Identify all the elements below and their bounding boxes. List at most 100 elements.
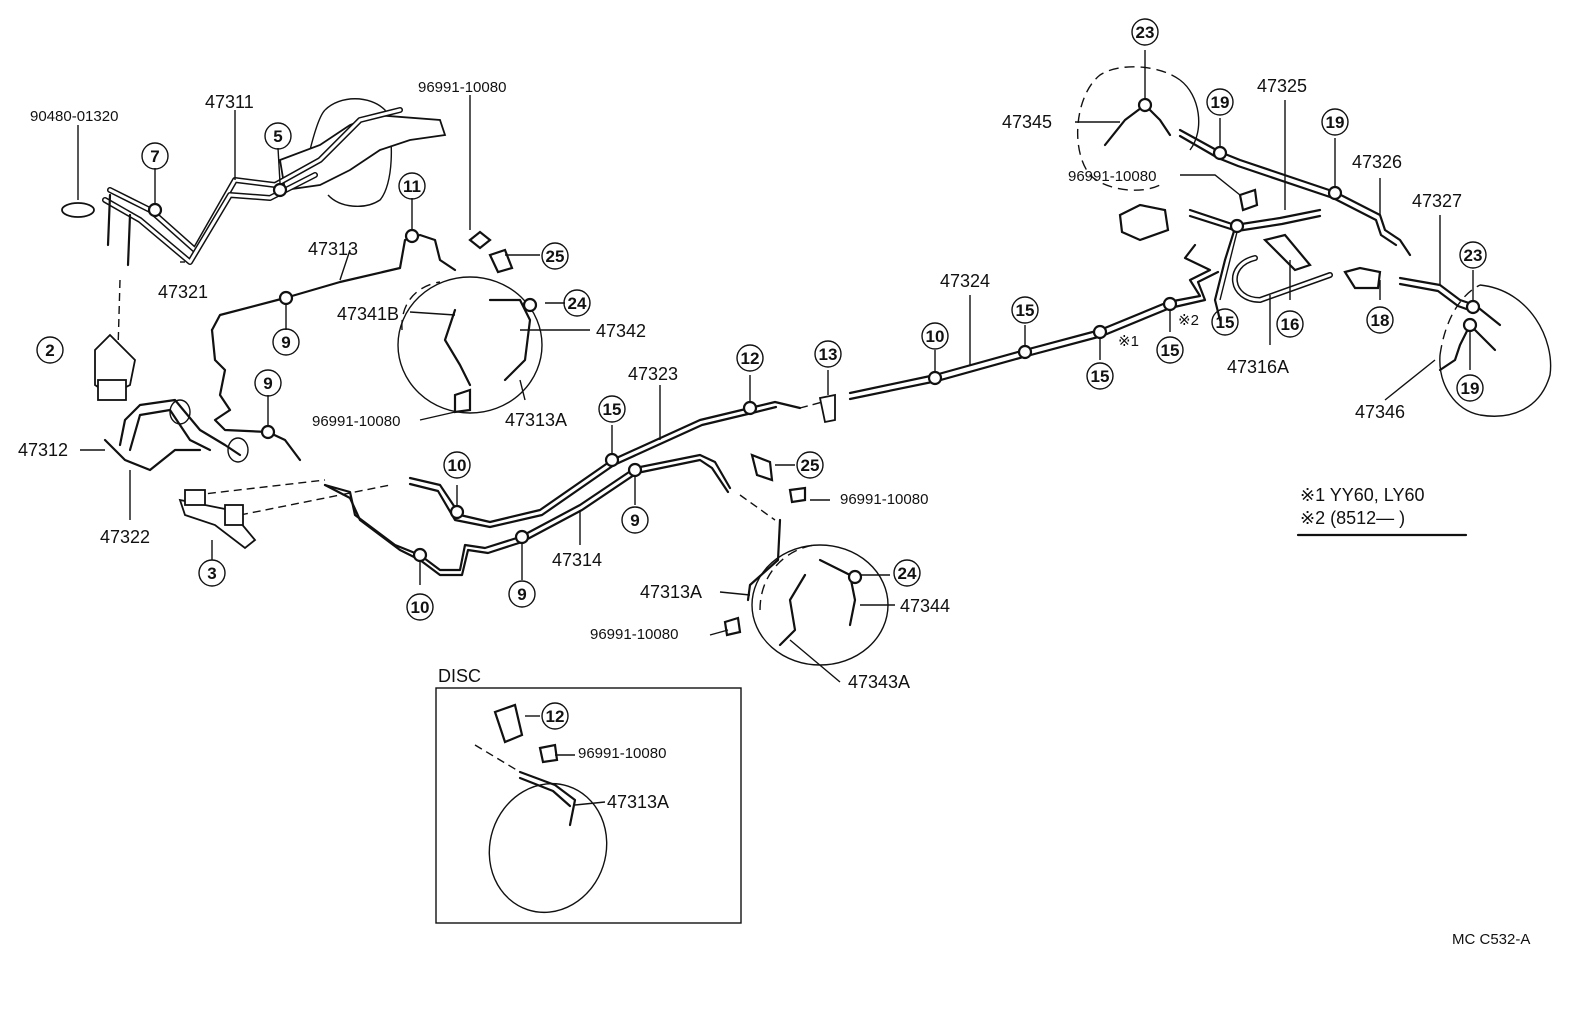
pipe-47313 (210, 233, 457, 462)
svg-text:19: 19 (1211, 93, 1230, 112)
legend-line-1: ※1 YY60, LY60 (1300, 485, 1425, 505)
bubble-10-a: 10 (443, 451, 471, 479)
bubble-12-disc: 12 (541, 702, 569, 730)
bubble-24-top: 24 (563, 289, 591, 317)
svg-text:9: 9 (517, 585, 526, 604)
svg-text:24: 24 (898, 564, 917, 583)
label-47311: 47311 (205, 92, 254, 112)
svg-text:18: 18 (1371, 311, 1390, 330)
bubble-24-mid: 24 (893, 559, 921, 587)
bubble-15-b: 15 (1011, 296, 1039, 324)
svg-text:10: 10 (926, 327, 945, 346)
svg-text:24: 24 (568, 294, 587, 313)
svg-text:10: 10 (448, 456, 467, 475)
bubble-25-top: 25 (541, 242, 569, 270)
label-96991-top: 96991-10080 (418, 79, 506, 96)
pipe-47324 (848, 243, 1220, 401)
label-47313A-front: 47313A (505, 410, 567, 430)
legend: ※1 YY60, LY60 ※2 (8512― ) (1296, 485, 1468, 537)
label-96991-b25: 96991-10080 (840, 491, 928, 508)
label-47323: 47323 (628, 364, 678, 384)
label-47312: 47312 (18, 440, 68, 460)
pipe-47323 (408, 400, 802, 529)
label-96991-right: 96991-10080 (1068, 168, 1156, 185)
bubble-9-d: 9 (621, 506, 649, 534)
bubble-9-c: 9 (508, 580, 536, 608)
svg-text:11: 11 (403, 177, 421, 196)
ref-bubbles: 7 5 11 25 9 24 2 9 3 10 10 9 15 9 12 13 … (36, 18, 1487, 730)
bubble-15-d: 15 (1156, 336, 1184, 364)
bubble-13: 13 (814, 340, 842, 368)
bubble-11: 11 (398, 172, 426, 200)
notes: ※1 ※2 (1118, 312, 1199, 350)
drum-master-cylinder (278, 98, 447, 207)
bubble-25-mid: 25 (796, 451, 824, 479)
part-labels: 90480-01320 47311 96991-10080 47321 4731… (18, 76, 1462, 812)
grommet-90480 (61, 202, 95, 218)
svg-text:3: 3 (207, 564, 216, 583)
diagram-ref-code: MC C532-A (1452, 931, 1530, 948)
label-47316A: 47316A (1227, 357, 1289, 377)
svg-text:12: 12 (741, 349, 760, 368)
disc-inset: DISC (435, 666, 742, 924)
bubble-15-e: 15 (1211, 308, 1239, 336)
label-47327: 47327 (1412, 191, 1462, 211)
pipe-47314 (323, 453, 732, 577)
label-90480-01320: 90480-01320 (30, 108, 118, 125)
bubble-9-b: 9 (254, 369, 282, 397)
bubble-15-a: 15 (598, 395, 626, 423)
svg-text:25: 25 (546, 247, 565, 266)
bubble-18: 18 (1366, 306, 1394, 334)
label-96991-mid: 96991-10080 (312, 413, 400, 430)
svg-text:19: 19 (1326, 113, 1345, 132)
bubble-10-b: 10 (406, 593, 434, 621)
label-47346: 47346 (1355, 402, 1405, 422)
mark-note-2: ※2 (1178, 312, 1199, 329)
bubble-19-b: 19 (1321, 108, 1349, 136)
label-47321: 47321 (158, 282, 208, 302)
svg-text:9: 9 (281, 333, 290, 352)
label-47341B: 47341B (337, 304, 399, 324)
junction-nodes (147, 97, 1481, 585)
svg-text:9: 9 (263, 374, 272, 393)
pipe-wheel-hoses (443, 103, 1497, 647)
svg-text:15: 15 (1016, 301, 1035, 320)
label-47324: 47324 (940, 271, 990, 291)
bubble-23-top: 23 (1131, 18, 1159, 46)
svg-text:16: 16 (1281, 315, 1300, 334)
leader-lines (77, 50, 1474, 806)
guide-lines (117, 279, 831, 521)
label-47326: 47326 (1352, 152, 1402, 172)
pipe-disc (474, 744, 577, 827)
pipe-47316A (1213, 226, 1333, 322)
legend-line-2: ※2 (8512― ) (1300, 508, 1405, 528)
label-47342: 47342 (596, 321, 646, 341)
pipe-47311 (102, 107, 403, 267)
svg-text:15: 15 (1091, 367, 1110, 386)
svg-text:9: 9 (630, 511, 639, 530)
svg-text:23: 23 (1464, 246, 1483, 265)
label-47313A-rear: 47313A (640, 582, 702, 602)
svg-text:15: 15 (603, 400, 622, 419)
svg-text:5: 5 (273, 127, 282, 146)
label-47313: 47313 (308, 239, 358, 259)
svg-text:12: 12 (546, 707, 565, 726)
svg-text:7: 7 (150, 147, 159, 166)
label-47344: 47344 (900, 596, 950, 616)
svg-text:2: 2 (45, 341, 54, 360)
bubble-7: 7 (141, 142, 169, 170)
valve-3 (178, 489, 257, 550)
svg-text:25: 25 (801, 456, 820, 475)
label-47313A-disc: 47313A (607, 792, 669, 812)
label-96991-disc: 96991-10080 (578, 745, 666, 762)
bubble-15-c: 15 (1086, 362, 1114, 390)
svg-text:15: 15 (1216, 313, 1235, 332)
bubble-3: 3 (198, 559, 226, 587)
svg-text:15: 15 (1161, 341, 1180, 360)
disc-title: DISC (438, 666, 481, 686)
label-47343A: 47343A (848, 672, 910, 692)
drum-left-front (397, 276, 543, 414)
pipe-47312-47322 (103, 398, 249, 472)
